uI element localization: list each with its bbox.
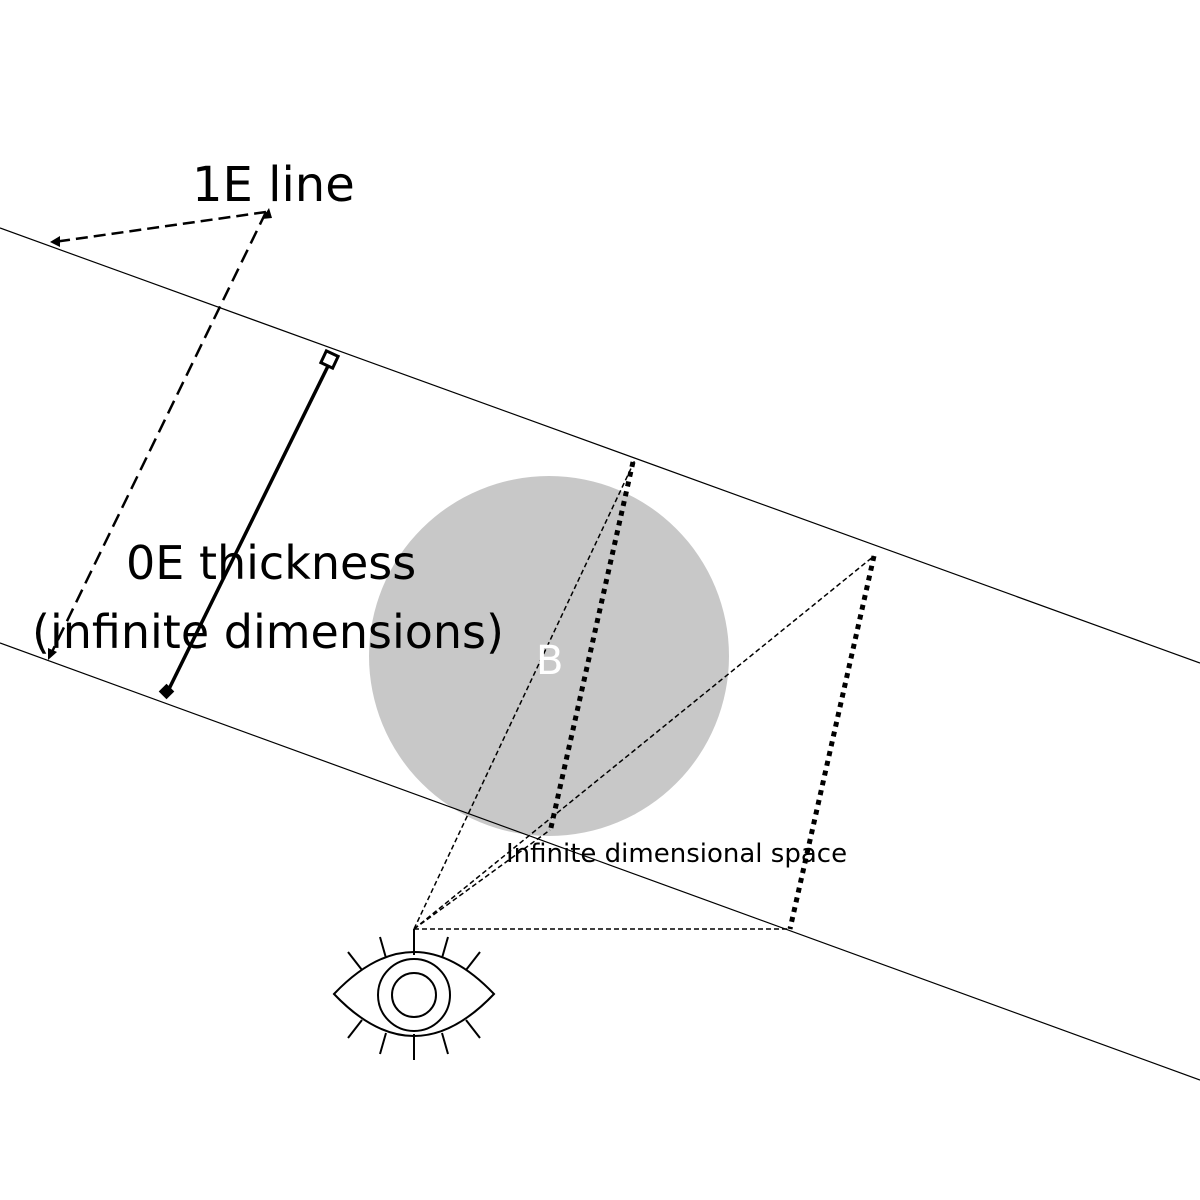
upper-boundary-line	[0, 227, 1200, 664]
thickness-label-2: (infinite dimensions)	[32, 605, 504, 659]
space-label: Infinite dimensional space	[506, 839, 847, 869]
thickness-label-1: 0E thickness	[126, 536, 416, 590]
thickness-segment	[158, 348, 341, 700]
eye-icon	[332, 929, 496, 1060]
width-arrows	[48, 208, 272, 660]
lower-boundary-line	[0, 642, 1200, 1081]
line-label: 1E line	[192, 157, 355, 213]
circle-label: B	[536, 638, 563, 684]
sight-lines	[413, 459, 877, 930]
